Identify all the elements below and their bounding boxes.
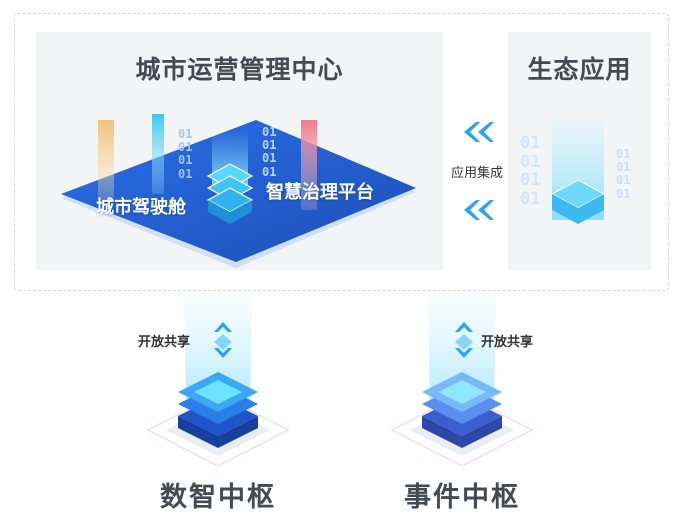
platform-label: 智慧治理平台 <box>266 182 374 202</box>
operation-center-title: 城市运营管理中心 <box>135 56 344 84</box>
gold-pillar-icon <box>98 120 114 200</box>
platform-illustration <box>61 114 416 268</box>
up-down-arrow-icon <box>214 322 232 358</box>
binary-decoration-eco-left: 01 01 01 01 <box>520 133 541 210</box>
ecosystem-illustration <box>550 120 606 224</box>
binary-decoration-center: 01 01 01 01 <box>262 125 277 179</box>
open-share-label: 开放共享 <box>481 334 534 349</box>
double-left-arrow-icon <box>464 122 494 142</box>
binary-decoration-left: 01 01 01 01 <box>178 127 193 181</box>
data-hub-illustration <box>146 296 290 466</box>
binary-decoration-eco-right: 01 01 01 01 <box>616 147 631 201</box>
open-share-label: 开放共享 <box>138 334 191 349</box>
event-hub-title: 事件中枢 <box>404 482 520 512</box>
up-down-arrow-icon <box>455 322 473 358</box>
data-hub-title: 数智中枢 <box>160 482 276 512</box>
cyan-pillar-icon <box>152 114 164 194</box>
double-left-arrow-icon <box>464 200 494 220</box>
cockpit-label: 城市驾驶舱 <box>96 197 186 217</box>
event-hub-illustration <box>390 296 534 466</box>
ecosystem-title: 生态应用 <box>527 56 632 84</box>
cube-stack-icon <box>206 163 254 224</box>
center-frame <box>14 13 669 291</box>
integration-label: 应用集成 <box>450 165 503 180</box>
red-pillar-icon <box>301 120 317 210</box>
